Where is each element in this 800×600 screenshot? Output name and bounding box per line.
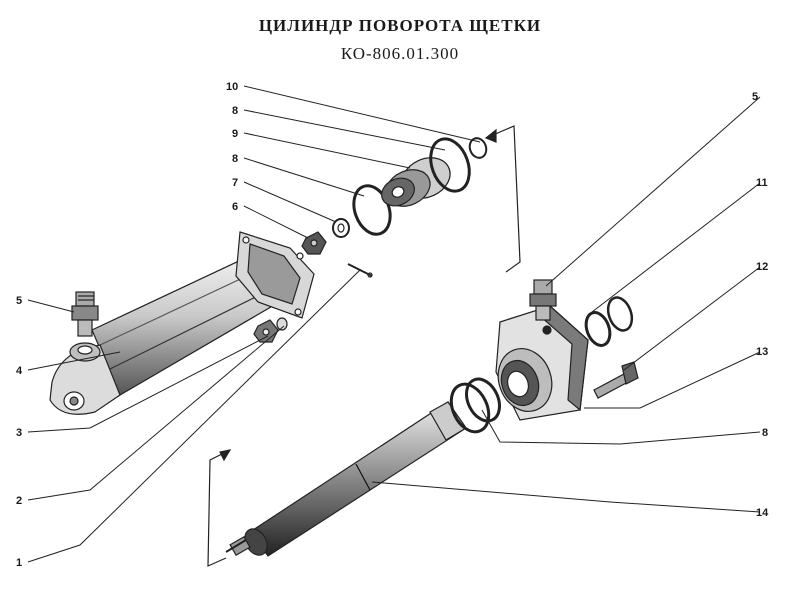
assembly-arrow-upper: [484, 125, 521, 273]
assembly-arrow-lower: [207, 449, 232, 567]
diagram-subtitle: КО-806.01.300: [340, 44, 460, 63]
hydraulic-fitting-right: [529, 279, 557, 321]
callout-9: 9: [232, 128, 238, 140]
piston-rod-part-14: [225, 401, 467, 557]
nut-part-6: [301, 231, 327, 255]
callout-4: 4: [16, 365, 23, 377]
bolt-part-12: [593, 361, 639, 399]
o-ring-part-11-b: [606, 296, 634, 332]
end-cap-part-13: [495, 305, 589, 421]
callout-8-mid: 8: [232, 153, 238, 165]
callout-2: 2: [16, 495, 22, 507]
callout-14: 14: [756, 507, 769, 519]
callout-10: 10: [226, 81, 238, 93]
callout-6: 6: [232, 201, 238, 213]
callout-8-top: 8: [232, 105, 238, 117]
callout-11: 11: [756, 177, 768, 189]
callout-8-right: 8: [762, 427, 768, 439]
hydraulic-fitting-left: [71, 291, 99, 337]
callout-1: 1: [16, 557, 22, 569]
callout-7: 7: [232, 177, 238, 189]
callout-leaders: [27, 85, 761, 563]
ring-part-10: [468, 137, 488, 159]
o-ring-part-8-d: [465, 377, 501, 423]
piston-part-9: [381, 157, 451, 207]
callout-12: 12: [756, 261, 768, 273]
o-ring-part-8-b: [429, 137, 471, 193]
callout-5-right: 5: [752, 91, 758, 103]
callout-13: 13: [756, 346, 768, 358]
washer-hole: [337, 223, 345, 233]
cylinder-flange: [235, 231, 315, 319]
o-ring-part-11-a: [584, 311, 612, 347]
diagram-title: ЦИЛИНДР ПОВОРОТА ЩЕТКИ: [258, 16, 542, 35]
callout-5-left: 5: [16, 295, 22, 307]
nut-part-3: [253, 317, 288, 343]
callout-3: 3: [16, 427, 22, 439]
o-ring-part-8-c: [449, 382, 491, 434]
